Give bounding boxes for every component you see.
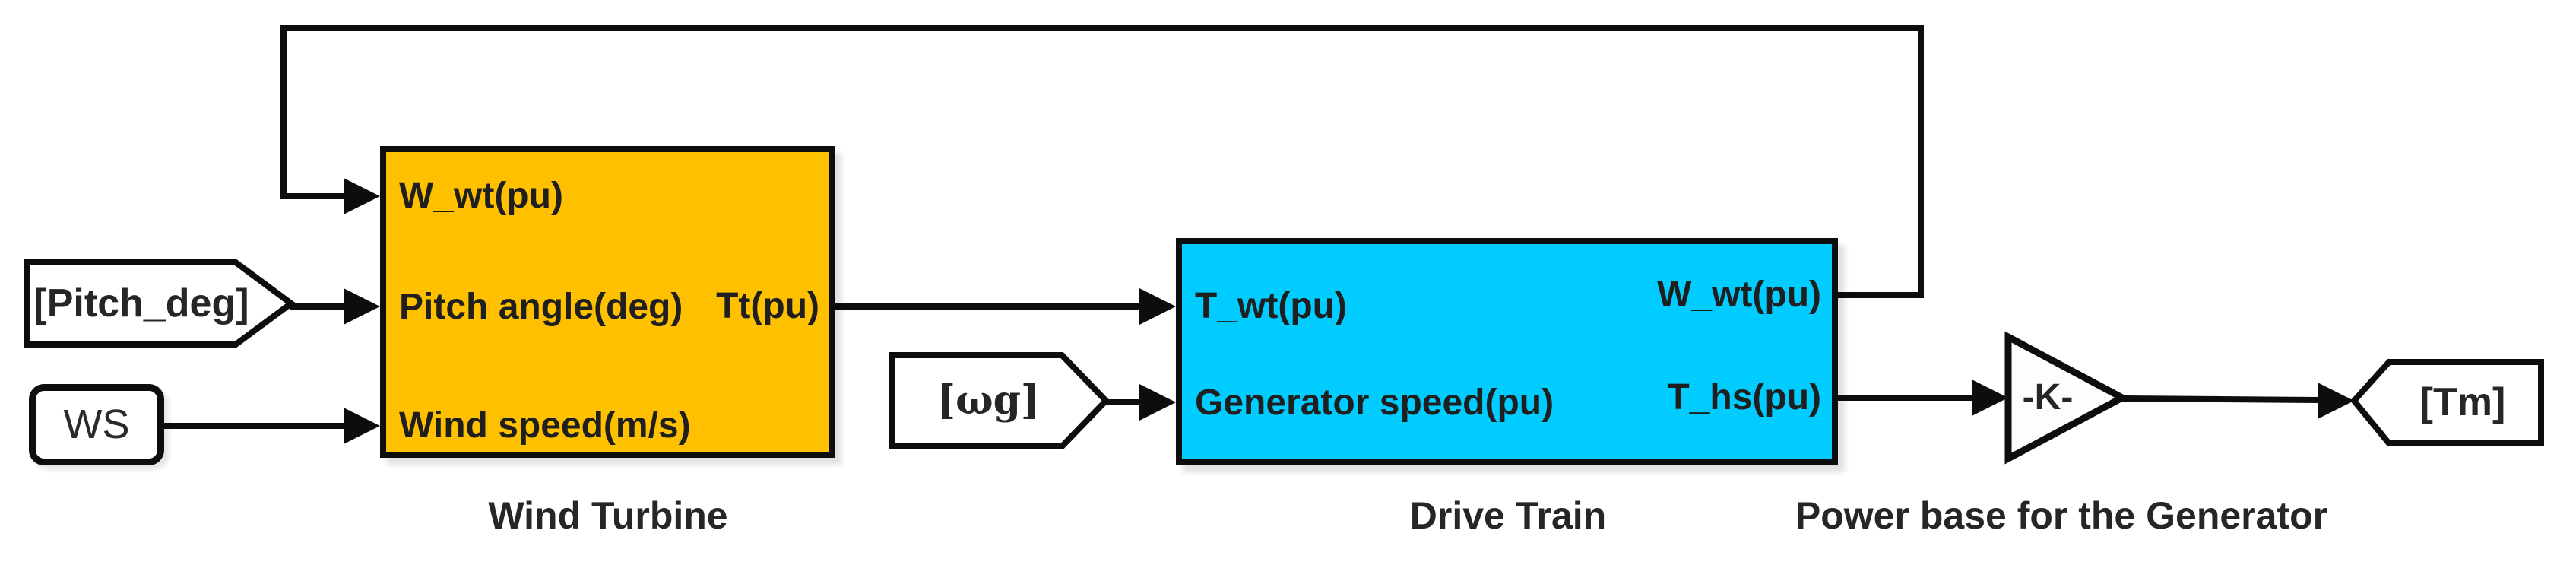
from-tag-pitch-deg-shape[interactable]	[24, 259, 296, 348]
block-drive-train[interactable]	[1176, 238, 1838, 465]
port-label-wind-speed: Wind speed(m/s)	[399, 405, 691, 446]
port-label-pitch-angle: Pitch angle(deg)	[399, 287, 683, 327]
from-tag-pitch-deg-label: [Pitch_deg]	[33, 281, 249, 325]
caption-wind-turbine: Wind Turbine	[488, 494, 728, 537]
port-label-generator-speed: Generator speed(pu)	[1195, 383, 1554, 423]
port-label-t-wt-in: T_wt(pu)	[1195, 286, 1347, 326]
from-tag-wg-label: [ωg]	[936, 377, 1040, 424]
block-ws-source[interactable]	[29, 384, 164, 465]
ws-source-label: WS	[63, 402, 130, 447]
gain-value-label: -K-	[2022, 377, 2074, 418]
from-tag-wg-shape[interactable]	[889, 352, 1111, 449]
goto-tag-tm-shape[interactable]	[2349, 359, 2544, 446]
port-label-w-wt-in: W_wt(pu)	[399, 176, 563, 216]
wire-gain-to-tm[interactable]	[2121, 383, 2354, 419]
wire-feedback-w-wt[interactable]	[280, 25, 1924, 298]
wire-ths-to-gain[interactable]	[1838, 379, 2008, 416]
port-label-w-wt-out: W_wt(pu)	[1657, 275, 1821, 315]
wire-wind-speed[interactable]	[164, 408, 380, 444]
wire-tt-to-twt[interactable]	[835, 288, 1176, 325]
gain-block-shape[interactable]	[2004, 331, 2130, 465]
port-label-t-hs-out: T_hs(pu)	[1667, 377, 1821, 418]
wire-pitch-deg[interactable]	[290, 288, 380, 325]
block-wind-turbine[interactable]	[380, 146, 835, 458]
wire-wg-to-genspeed[interactable]	[1106, 384, 1176, 421]
caption-drive-train: Drive Train	[1409, 494, 1607, 537]
goto-tag-tm-label: [Tm]	[2419, 380, 2506, 424]
caption-power-base: Power base for the Generator	[1795, 494, 2328, 537]
port-label-tt-out: Tt(pu)	[716, 286, 819, 326]
